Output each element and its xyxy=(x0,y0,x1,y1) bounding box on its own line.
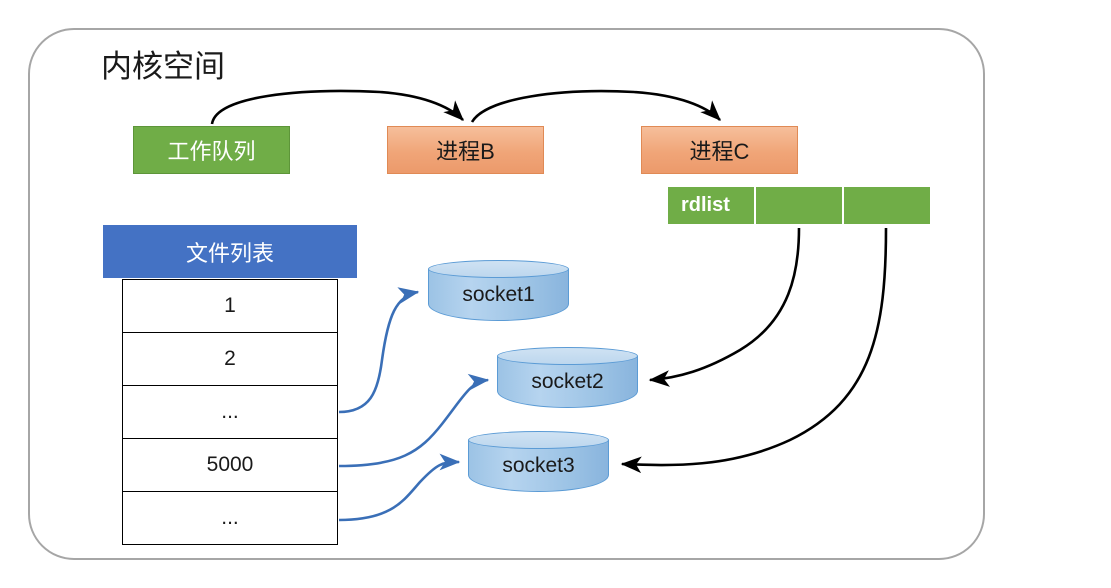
rdlist-cell-1[interactable] xyxy=(755,186,843,225)
cylinder-top-ellipse xyxy=(428,260,569,278)
socket2-cylinder[interactable]: socket2 xyxy=(497,347,638,408)
process-b-label: 进程B xyxy=(436,139,495,164)
work-queue-box[interactable]: 工作队列 xyxy=(133,126,290,174)
process-b-box[interactable]: 进程B xyxy=(387,126,544,174)
file-list-row[interactable]: 1 xyxy=(122,279,338,333)
process-c-label: 进程C xyxy=(689,139,750,164)
kernel-space-title: 内核空间 xyxy=(101,49,225,84)
process-c-box[interactable]: 进程C xyxy=(641,126,798,174)
socket3-label: socket3 xyxy=(502,454,575,477)
rdlist-cell-2[interactable] xyxy=(843,186,930,225)
file-list-row[interactable]: 5000 xyxy=(122,438,338,492)
file-list-header: 文件列表 xyxy=(103,225,357,278)
socket2-label: socket2 xyxy=(531,370,604,393)
file-list-row[interactable]: ... xyxy=(122,385,338,439)
file-list-row[interactable]: 2 xyxy=(122,332,338,386)
file-list-row[interactable]: ... xyxy=(122,491,338,545)
work-queue-label: 工作队列 xyxy=(167,139,256,164)
rdlist-strip: rdlist xyxy=(668,186,930,225)
file-list-rows: 1 2 ... 5000 ... xyxy=(122,279,338,545)
socket1-label: socket1 xyxy=(462,283,535,306)
rdlist-cell-0[interactable]: rdlist xyxy=(668,186,755,225)
kernel-space-container xyxy=(28,28,985,560)
socket3-cylinder[interactable]: socket3 xyxy=(468,431,609,492)
socket1-cylinder[interactable]: socket1 xyxy=(428,260,569,321)
